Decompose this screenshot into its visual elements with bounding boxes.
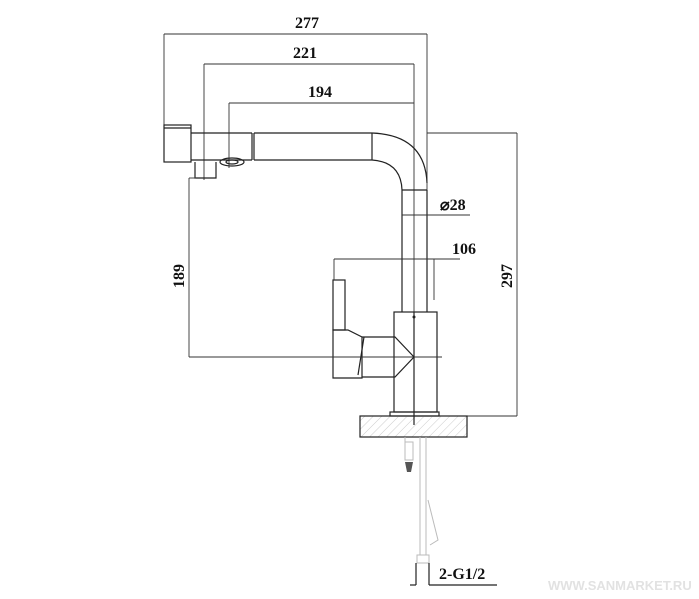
dimension-label-221: 221 — [293, 45, 317, 62]
spout — [163, 124, 428, 191]
dimension-label-297: 297 — [499, 264, 516, 288]
mounting-base — [359, 312, 468, 438]
dimension-label-106: 106 — [452, 241, 476, 258]
dimension-diameter-28: ⌀28 — [402, 197, 470, 216]
dimension-106: 106 — [333, 241, 476, 300]
watermark: WWW.SANMARKET.RU — [548, 578, 692, 593]
dimension-189: 189 — [171, 177, 442, 358]
dimension-277: 277 — [163, 15, 428, 190]
dimension-297: 297 — [427, 132, 518, 417]
supply-hoses: 2-G1/2 — [404, 437, 497, 586]
dimension-221: 221 — [203, 45, 415, 312]
dimension-label-277: 277 — [295, 15, 319, 32]
dimension-label-189: 189 — [171, 264, 188, 288]
dimension-label-diameter: ⌀28 — [440, 197, 466, 214]
dimension-label-194: 194 — [308, 84, 332, 101]
connection-label: 2-G1/2 — [439, 566, 485, 583]
dimension-194: 194 — [228, 84, 414, 168]
